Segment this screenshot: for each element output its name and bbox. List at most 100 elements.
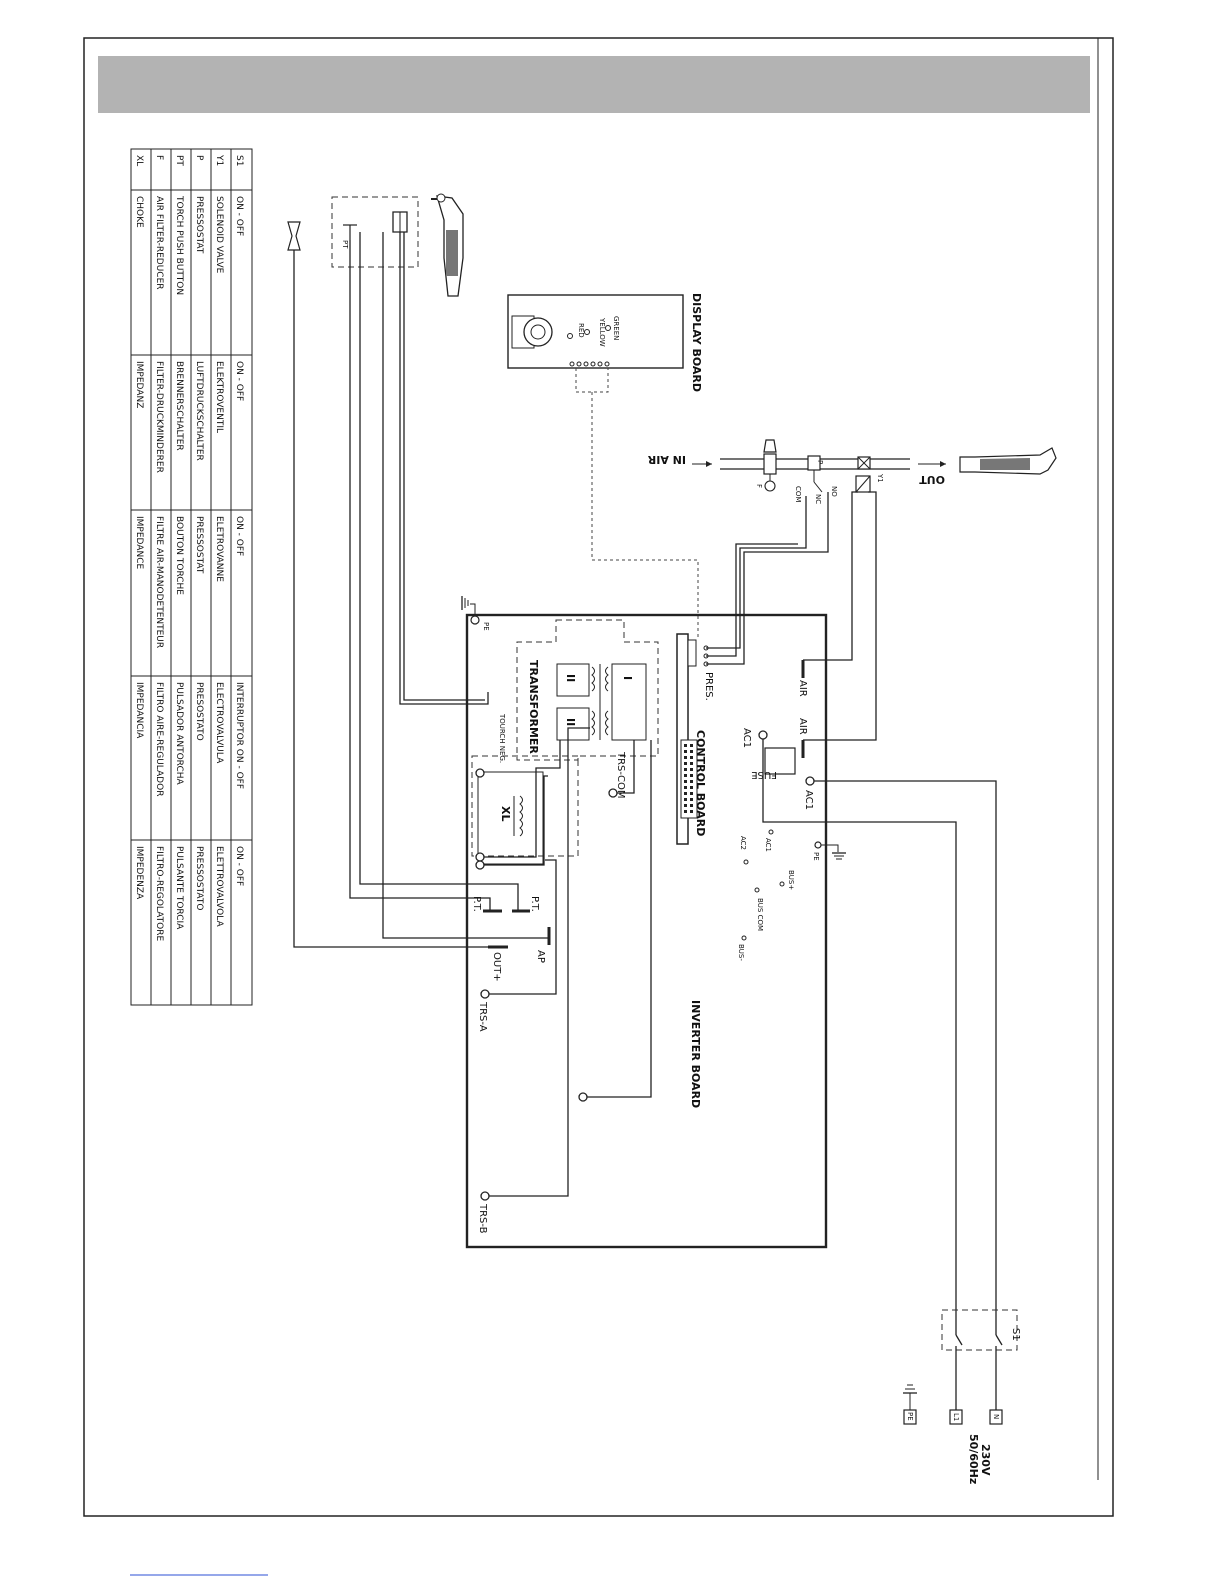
legend-y1-es: ELECTROVALVULA [214,682,224,764]
pt-label: PT [341,240,349,249]
in-air-label: IN AIR [647,453,686,466]
xl-label: XL [499,806,512,822]
s1-label: S1 [1010,1328,1021,1341]
legend-s1-fr: ON - OFF [234,516,244,556]
control-board-pin [690,780,693,783]
legend-s1-it: ON - OFF [234,846,244,886]
legend-xl-fr: IMPEDANCE [134,516,144,569]
ac2-label: AC2 [739,836,747,850]
control-board-pin [690,798,693,801]
legend-f-es: FILTRO AIRE-REGULADOR [154,682,164,796]
control-board-pin [690,744,693,747]
trs-a-label: TRS-A [477,1001,488,1032]
display-board-pin [604,361,610,367]
legend-xl-it: IMPEDENZA [134,846,144,900]
legend-pt-de: BRENNERSCHALTER [174,361,184,451]
control-board-pin [690,768,693,771]
air-connector-2-label: AIR [797,718,808,735]
legend-pt-es: PULSADOR ANTORCHA [174,682,184,786]
legend-pt-fr: BOUTON TORCHE [174,516,184,595]
output-torch-icon [959,447,1057,475]
legend-s1-en: ON - OFF [234,196,244,236]
winding-ii-a: II [564,674,577,682]
ap-label: AP [535,950,546,963]
control-board-pin [684,804,687,807]
control-board-pin [690,756,693,759]
legend-xl-code: XL [134,155,144,166]
legend-f-code: F [154,155,164,160]
l1-terminal-label: L1 [952,1413,960,1421]
control-board-pin [690,750,693,753]
control-board-pin [684,798,687,801]
green-led-label: GREEN [612,316,620,340]
header-band [98,56,1090,113]
legend-p-en: PRESSOSTAT [194,196,204,254]
legend-p-code: P [194,155,204,161]
control-board-pin [684,756,687,759]
red-led-label: RED [577,323,585,338]
control-board-pin [684,792,687,795]
legend-f-it: FILTRO-REGOLATORE [154,846,164,941]
control-board [676,633,689,845]
winding-ii-b: II [564,718,577,726]
control-board-pin [690,810,693,813]
pt-terminal-2-label: P.T. [529,896,540,912]
n-terminal-label: N [992,1414,1000,1419]
display-board-pin [590,361,596,367]
legend-s1-de: ON - OFF [234,361,244,401]
control-board-pin [690,786,693,789]
ac1-label-c: AC1 [764,838,772,852]
legend-y1-de: ELEKTROVENTIL [214,361,224,433]
display-board-title: DISPLAY BOARD [690,293,703,392]
display-board-pin [583,361,589,367]
transformer-title: TRANSFORMER [527,660,540,754]
display-board-pin [576,361,582,367]
pres-label: PRES. [703,672,714,701]
y1-label: Y1 [876,473,884,483]
ac1-label-b: AC1 [803,790,814,810]
legend-pt-code: PT [174,155,184,166]
pe-terminal-label: PE [906,1412,914,1421]
control-board-title: CONTROL BOARD [694,730,707,836]
supply-frequency-label: 50/60Hz [967,1434,980,1484]
control-board-pin [684,744,687,747]
display-board: DISPLAY BOARD GREEN YELLOW RED [507,293,703,392]
bus-minus-label: BUS- [737,944,745,961]
control-board-pin [684,786,687,789]
legend-xl-de: IMPEDANZ [134,361,144,408]
control-board-pin [690,804,693,807]
legend-xl-en: CHOKE [134,196,144,228]
bus-com-label: BUS COM [756,898,764,931]
ac1-label-a: AC1 [741,728,752,748]
trs-com-label: TRS-COM [615,751,626,799]
control-board-pin [690,792,693,795]
legend-y1-it: ELETTROVALVOLA [214,846,224,927]
control-board-pin [684,774,687,777]
filter-label: F [755,484,763,488]
legend-f-fr: FILTRE AIR-MANODETENTEUR [154,516,164,648]
mains-switch-s1 [941,1309,1018,1351]
com-label: COM [794,486,802,502]
pt-terminal-1-label: P.T. [471,896,482,912]
legend-p-es: PRESOSTATO [194,682,204,741]
air-line: IN AIR F P Y1 OUT NO NC COM [647,439,1057,504]
no-label: NO [830,486,838,497]
legend-p-it: PRESSOSTATO [194,846,204,910]
legend-f-de: FILTER-DRUCKMINDERER [154,361,164,473]
control-board-pin [690,762,693,765]
legend-s1-code: S1 [234,155,244,166]
torch-icon [431,193,464,297]
control-board-pin [690,774,693,777]
supply-voltage-label: 230V [979,1444,992,1476]
legend-y1-code: Y1 [214,154,224,166]
trs-b-label: TRS-B [477,1203,488,1234]
legend-y1-fr: ELETROVANNE [214,516,224,582]
tourch-neg-label: TOURCH NEG. [498,713,506,763]
fuse-label: FUSE [751,769,777,780]
legend-xl-es: IMPEDANCIA [134,682,144,739]
out-label: OUT [919,473,945,486]
control-board-pin [684,750,687,753]
